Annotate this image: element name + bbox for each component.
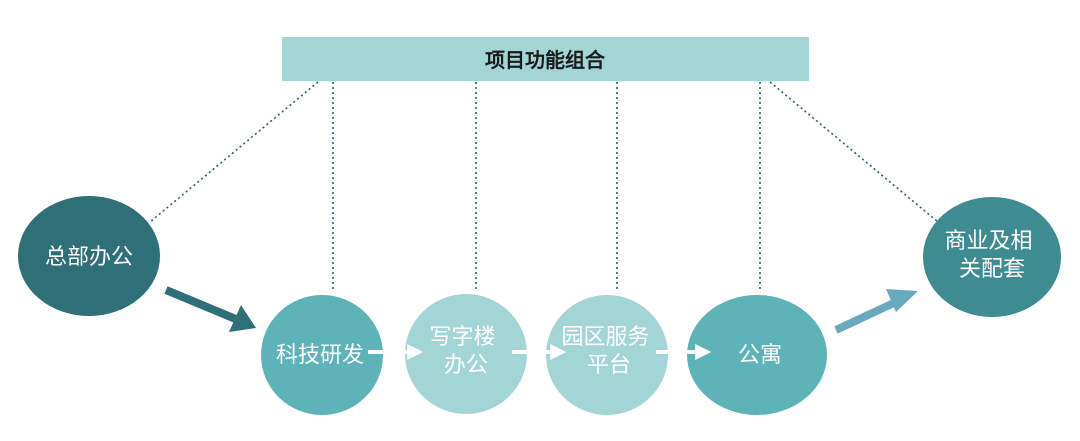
node-office	[405, 294, 527, 414]
node-park-circle	[546, 295, 668, 415]
node-hq-label: 总部办公	[45, 245, 133, 270]
node-commercial-label: 商业及相 关配套	[944, 229, 1039, 282]
node-rd-label: 科技研发	[276, 343, 364, 368]
title-bar: 项目功能组合	[282, 37, 809, 81]
node-apartment-label: 公寓	[738, 343, 782, 368]
arrow-apartment-to-commercial	[834, 289, 918, 334]
node-office-label: 写字楼 办公	[429, 325, 502, 378]
node-commercial: 商业及相 关配套	[923, 197, 1061, 317]
node-rd	[261, 295, 383, 415]
node-park	[546, 295, 668, 415]
node-office-circle	[405, 294, 527, 414]
node-hq-circle	[18, 196, 160, 316]
node-hq: 总部办公	[18, 196, 160, 316]
node-rd-circle	[261, 295, 383, 415]
connector-lines	[149, 81, 939, 292]
arrow-hq-to-rd	[164, 286, 256, 332]
node-apartment	[687, 295, 827, 415]
title-label: 项目功能组合	[485, 48, 606, 72]
connector-hq	[149, 81, 319, 223]
connector-commercial	[769, 81, 939, 223]
node-commercial-circle	[923, 197, 1061, 317]
title-bar-background	[282, 37, 809, 81]
node-apartment-circle	[687, 295, 827, 415]
side-arrows	[164, 286, 918, 334]
node-park-label: 园区服务 平台	[561, 325, 656, 378]
